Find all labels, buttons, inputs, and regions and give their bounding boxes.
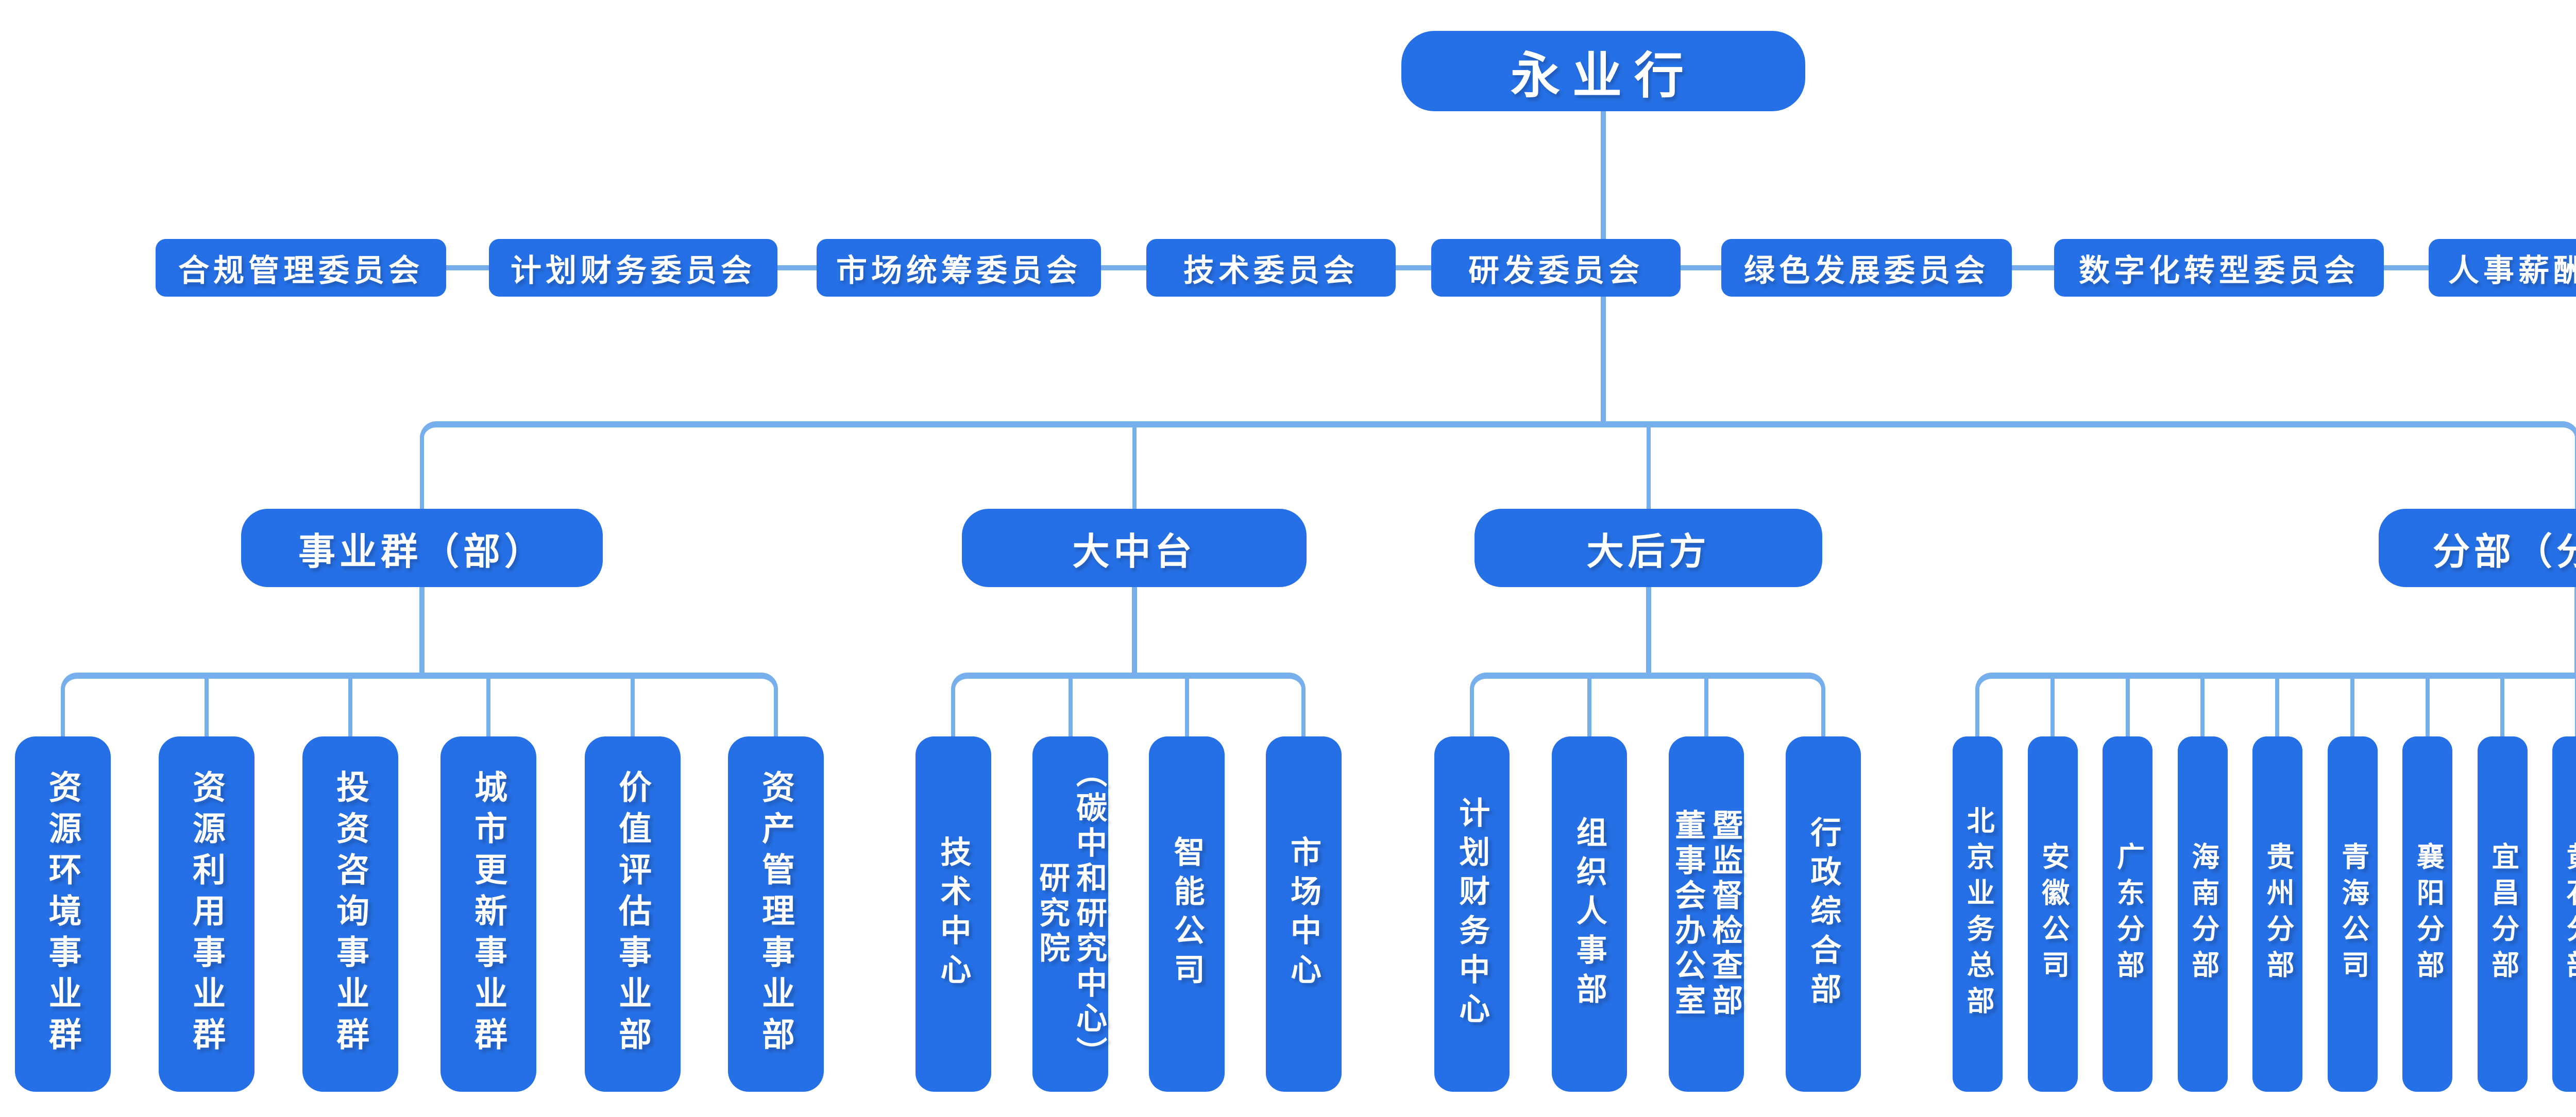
org-node-department: 研究院 （碳中和研究中心） xyxy=(1032,736,1109,1092)
org-node-department: 城市更新事业群 xyxy=(440,736,536,1092)
org-node-department: 技术中心 xyxy=(915,736,991,1092)
org-node-label: 市场中心 xyxy=(1286,836,1321,992)
org-node-committee: 研发委员会 xyxy=(1431,239,1681,297)
org-node-label: 投资咨询事业群 xyxy=(332,770,369,1058)
org-node-label: 资源环境事业群 xyxy=(44,770,81,1058)
org-node-department: 行政综合部 xyxy=(1786,736,1861,1092)
org-node-label: 城市更新事业群 xyxy=(470,770,507,1058)
connector-child-drop xyxy=(205,679,209,736)
org-node-department: 贵州分部 xyxy=(2252,736,2302,1092)
connector-child-drop xyxy=(1068,679,1073,736)
org-node-label: 资源利用事业群 xyxy=(188,770,225,1058)
org-node-label: 研究院 （碳中和研究中心） xyxy=(1035,757,1107,1072)
org-node-label: 北京业务总部 xyxy=(1962,806,1994,1022)
connector-committee-link xyxy=(777,265,817,270)
org-node-committee: 绿色发展委员会 xyxy=(1721,239,2012,297)
org-node-label: 资产管理事业部 xyxy=(757,770,794,1058)
org-node-label: 广东分部 xyxy=(2112,842,2144,986)
org-node-department: 市场中心 xyxy=(1265,736,1342,1092)
connector-child-drop xyxy=(2050,679,2055,736)
org-node-committee: 计划财务委员会 xyxy=(489,239,777,297)
connector-committee-link xyxy=(446,265,489,270)
connector-committee-link xyxy=(1681,265,1721,270)
org-node-label: 襄阳分部 xyxy=(2412,842,2444,986)
org-node-label: 董事会办公室 暨监督检查部 xyxy=(1670,809,1742,1019)
org-node-department: 组织人事部 xyxy=(1551,736,1627,1092)
connector-child-drop xyxy=(2575,679,2576,736)
connector-parent-drop xyxy=(1131,587,1137,673)
connector-parent-drop xyxy=(2574,587,2576,673)
org-node-label: 青海公司 xyxy=(2337,842,2368,986)
org-node-label: 行政综合部 xyxy=(1806,816,1841,1012)
org-node-committee: 数字化转型委员会 xyxy=(2054,239,2384,297)
org-node-committee: 技术委员会 xyxy=(1146,239,1396,297)
connector-committee-link xyxy=(2012,265,2054,270)
connector-bus-level2 xyxy=(420,421,2576,509)
org-node-department: 投资咨询事业群 xyxy=(302,736,398,1092)
connector-bus-group xyxy=(1975,673,2576,736)
org-node-label: 计划财务中心 xyxy=(1454,797,1489,1032)
org-node-root: 永业行 xyxy=(1401,31,1805,111)
org-node-division: 大后方 xyxy=(1475,509,1822,587)
org-node-label: 技术中心 xyxy=(936,836,971,992)
connector-child-drop xyxy=(2500,679,2504,736)
org-node-department: 广东分部 xyxy=(2103,736,2153,1092)
org-node-division: 分部（分公司） xyxy=(2379,509,2576,587)
connector-child-drop xyxy=(2125,679,2130,736)
connector-parent-drop xyxy=(1646,587,1651,673)
org-node-label: 海南分部 xyxy=(2187,842,2218,986)
org-node-label: 安徽公司 xyxy=(2037,842,2069,986)
connector-bus-group xyxy=(60,673,778,736)
org-node-department: 青海公司 xyxy=(2327,736,2378,1092)
connector-division-drop xyxy=(1132,421,1137,509)
connector-child-drop xyxy=(2275,679,2280,736)
connector-child-drop xyxy=(2350,679,2354,736)
org-node-label: 黄石分部 xyxy=(2562,842,2576,986)
org-node-division: 大中台 xyxy=(962,509,1307,587)
org-node-department: 董事会办公室 暨监督检查部 xyxy=(1668,736,1744,1092)
org-node-label: 宜昌分部 xyxy=(2487,842,2518,986)
connector-child-drop xyxy=(486,679,490,736)
connector-child-drop xyxy=(1587,679,1591,736)
connector-division-drop xyxy=(1646,421,1651,509)
org-node-department: 价值评估事业部 xyxy=(585,736,681,1092)
org-node-department: 海南分部 xyxy=(2177,736,2228,1092)
org-node-department: 黄石分部 xyxy=(2552,736,2576,1092)
org-node-division: 事业群（部） xyxy=(241,509,603,587)
connector-committee-link xyxy=(2384,265,2429,270)
org-node-label: 组织人事部 xyxy=(1572,816,1607,1012)
org-node-department: 资源利用事业群 xyxy=(159,736,255,1092)
connector-bus-group xyxy=(951,673,1306,736)
connector-bus-group xyxy=(1470,673,1826,736)
org-node-committee: 合规管理委员会 xyxy=(156,239,446,297)
connector-child-drop xyxy=(631,679,635,736)
connector-committee-link xyxy=(1396,265,1431,270)
connector-parent-drop xyxy=(419,587,425,673)
org-node-label: 价值评估事业部 xyxy=(614,770,651,1058)
org-node-department: 安徽公司 xyxy=(2027,736,2078,1092)
org-node-department: 计划财务中心 xyxy=(1434,736,1510,1092)
org-node-label: 智能公司 xyxy=(1170,836,1205,992)
connector-child-drop xyxy=(1704,679,1708,736)
connector-child-drop xyxy=(1184,679,1189,736)
org-node-committee: 人事薪酬委员会 xyxy=(2429,239,2576,297)
org-node-department: 宜昌分部 xyxy=(2477,736,2528,1092)
connector-child-drop xyxy=(348,679,352,736)
org-node-committee: 市场统筹委员会 xyxy=(817,239,1101,297)
org-node-department: 资产管理事业部 xyxy=(728,736,824,1092)
connector-child-drop xyxy=(2200,679,2205,736)
org-node-department: 襄阳分部 xyxy=(2402,736,2453,1092)
org-node-department: 智能公司 xyxy=(1149,736,1225,1092)
connector-child-drop xyxy=(2425,679,2430,736)
connector-committee-link xyxy=(1101,265,1146,270)
org-node-department: 北京业务总部 xyxy=(1952,736,2003,1092)
org-node-label: 贵州分部 xyxy=(2262,842,2294,986)
org-node-department: 资源环境事业群 xyxy=(14,736,111,1092)
